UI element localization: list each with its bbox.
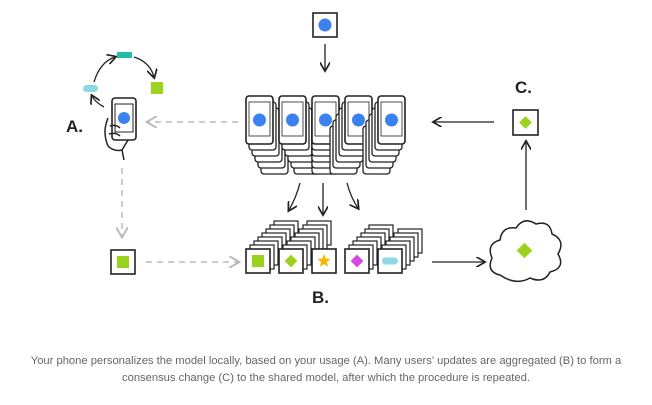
phone-stack-icon — [245, 95, 289, 175]
pill-update-icon — [382, 257, 398, 265]
aggregate-arrows-icon — [289, 182, 358, 214]
shared-model-box-icon — [312, 12, 338, 38]
local-cycle-icon — [83, 52, 163, 108]
caption-line-2: consensus change (C) to the shared model… — [122, 372, 530, 384]
label-b: B. — [312, 288, 329, 307]
phone-stack-icon — [362, 95, 406, 175]
local-update-box-icon — [110, 249, 136, 275]
cloud-icon — [489, 220, 562, 283]
model-dot-icon — [385, 113, 398, 127]
hand-holding-phone-icon — [104, 97, 137, 161]
square-update-icon — [252, 255, 264, 267]
federated-learning-diagram: B. A. C. — [66, 12, 562, 307]
model-dot-icon — [352, 113, 365, 127]
consensus-change-box-icon — [512, 109, 539, 136]
model-dot-icon — [253, 113, 266, 127]
diamond-update-icon — [284, 254, 298, 268]
phones-group — [245, 95, 406, 175]
label-c: C. — [515, 78, 532, 97]
label-a: A. — [66, 117, 83, 136]
phone-stack-icon — [329, 95, 373, 175]
star-update-icon — [317, 254, 331, 267]
model-dot-icon — [319, 113, 332, 127]
updates-group — [245, 220, 423, 274]
model-dot-icon — [286, 113, 299, 127]
caption: Your phone personalizes the model locall… — [0, 353, 652, 387]
update-box-icon — [311, 248, 337, 274]
update-stack-icon — [311, 248, 337, 274]
update-stack-icon — [377, 228, 423, 274]
caption-line-1: Your phone personalizes the model locall… — [30, 355, 622, 367]
update-stack-icon — [278, 220, 332, 274]
diamond-update-icon — [350, 254, 364, 268]
